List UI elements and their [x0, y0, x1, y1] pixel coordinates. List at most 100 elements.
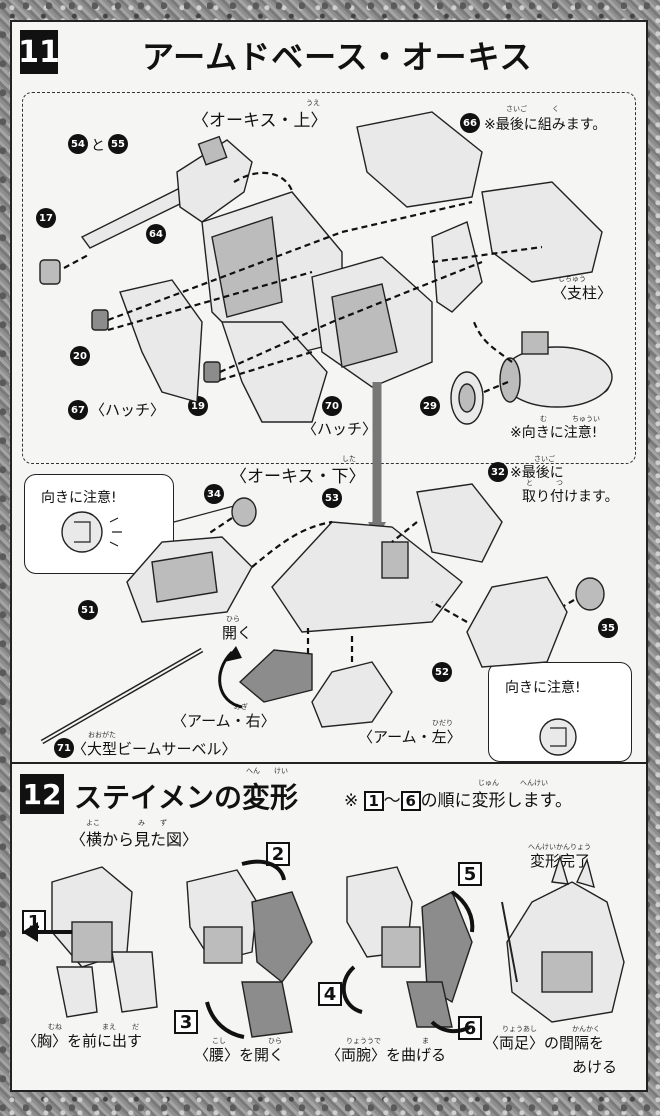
ruby: ひら — [226, 615, 240, 623]
part-51 — [126, 536, 253, 623]
transform-step-2: 2 — [266, 842, 290, 866]
subtitle-note-mark: ※ — [344, 791, 359, 811]
subtitle-step-1-box: 1 — [363, 791, 384, 811]
ruby: と — [526, 479, 533, 487]
part-17-badge: 17 — [36, 208, 56, 228]
ruby: けい — [274, 767, 288, 775]
guide-line — [431, 245, 543, 264]
part-20-badge: 20 — [70, 346, 90, 366]
part-55-badge: 55 — [108, 134, 128, 154]
arm-right-label: 〈アーム・右〉 — [172, 712, 276, 730]
orkis-upper-label: 〈オーキス・上〉 — [192, 111, 328, 131]
part-50 — [499, 331, 613, 408]
ruby: りょうあし — [502, 1025, 537, 1033]
ruby: だ — [132, 1023, 139, 1031]
caption-waist: 〈腰〉を開く — [194, 1046, 285, 1064]
orientation-notch-left — [74, 521, 91, 543]
ruby: じゅん — [478, 779, 499, 787]
ruby: ま — [422, 1037, 429, 1045]
upper-assembly-drawing — [39, 111, 613, 538]
caption-arms: 〈両腕〉を曲げる — [326, 1046, 447, 1064]
step-12-title: ステイメンの変形 — [74, 776, 298, 816]
ruby: しちゅう — [558, 275, 586, 283]
ruby: よこ — [86, 819, 100, 827]
hatch-67 — [119, 279, 203, 403]
ruby: かんかく — [572, 1025, 600, 1033]
ruby: おおがた — [88, 731, 116, 739]
subtitle-step-6-box: 6 — [400, 791, 421, 811]
ruby: つ — [556, 479, 563, 487]
antenna — [501, 901, 518, 983]
part-29 — [450, 371, 484, 425]
step-11-title: アームドベース・オーキス — [142, 38, 533, 76]
part-70-badge: 70 — [322, 396, 342, 416]
part-53-badge: 53 — [322, 488, 342, 508]
orientation-notch-right — [550, 727, 567, 747]
caption-legs-2: あける — [572, 1058, 618, 1076]
part-52 — [466, 576, 568, 668]
guide-line — [219, 260, 483, 374]
part-64-badge: 64 — [146, 224, 166, 244]
ruby: さいご — [506, 105, 527, 113]
ruby: こし — [212, 1037, 226, 1045]
side-view-label: 〈横から見た図〉 — [70, 830, 199, 849]
beam-saber-label: 〈大型ビームサーベル〉 — [72, 740, 237, 758]
pillar-label: 〈支柱〉 — [552, 284, 613, 302]
beam-saber-highlight — [41, 649, 203, 743]
subtitle-tilde: 〜 — [383, 791, 401, 811]
guide-line — [63, 253, 91, 269]
guide-line — [107, 270, 313, 332]
part-35 — [575, 577, 605, 611]
guide-line — [251, 520, 333, 568]
open-label: 開く — [222, 624, 253, 642]
callout-pointer — [173, 505, 235, 523]
note-assemble-last: ※最後に組みます。 — [484, 117, 607, 133]
part-71-badge: 71 — [54, 738, 74, 758]
guide-line — [107, 200, 473, 322]
bend-arrow — [450, 890, 475, 933]
arm-left-label: 〈アーム・左〉 — [358, 728, 462, 746]
attach-last-note-2: 取り付けます。 — [522, 489, 619, 505]
lower-assembly-drawing — [40, 483, 605, 756]
guide-line — [219, 350, 313, 382]
part-32-badge: 32 — [488, 462, 508, 482]
figure-step-1 — [22, 866, 158, 1018]
ruby: へんけいかんりょう — [528, 843, 591, 851]
guide-line — [472, 321, 513, 363]
part-35-badge: 35 — [598, 618, 618, 638]
open-arrowhead — [224, 646, 242, 662]
forward-arrowhead — [22, 922, 38, 942]
upper-assembly-panel — [22, 92, 636, 464]
ruby: うえ — [306, 99, 320, 107]
ruby: み — [138, 819, 145, 827]
transform-step-4: 4 — [318, 982, 342, 1006]
figure-complete — [501, 854, 625, 1023]
part-32 — [416, 483, 503, 563]
hatch-label-left: 〈ハッチ〉 — [90, 401, 166, 419]
instruction-page: 11 アームドベース・オーキス うえ 〈オーキス・上〉 さいご く 66 ※最後… — [10, 20, 648, 1092]
part-29-badge: 29 — [420, 396, 440, 416]
transform-step-5: 5 — [458, 862, 482, 886]
arm-right — [218, 646, 313, 709]
ruby: ひだり — [432, 719, 453, 727]
title-part-b: 変形 — [242, 781, 299, 814]
ruby: へんけい — [520, 779, 548, 787]
ruby: まえ — [102, 1023, 116, 1031]
guide-line — [483, 380, 509, 394]
part-17 — [39, 259, 61, 285]
sparkle-lines — [109, 517, 122, 547]
arm-left — [311, 661, 393, 728]
part-53 — [271, 521, 463, 633]
ruby: く — [552, 105, 559, 113]
step-11-number: 11 — [18, 30, 60, 74]
orientation-part-left — [61, 511, 103, 553]
part-52-badge: 52 — [432, 662, 452, 682]
orientation-part-right — [539, 718, 577, 756]
rotate-arrow — [205, 1001, 245, 1039]
ruby: む — [540, 415, 547, 423]
bend-arrow — [430, 1020, 471, 1034]
ruby: した — [342, 455, 356, 463]
ruby: りょううで — [346, 1037, 381, 1045]
center-block — [311, 256, 433, 388]
